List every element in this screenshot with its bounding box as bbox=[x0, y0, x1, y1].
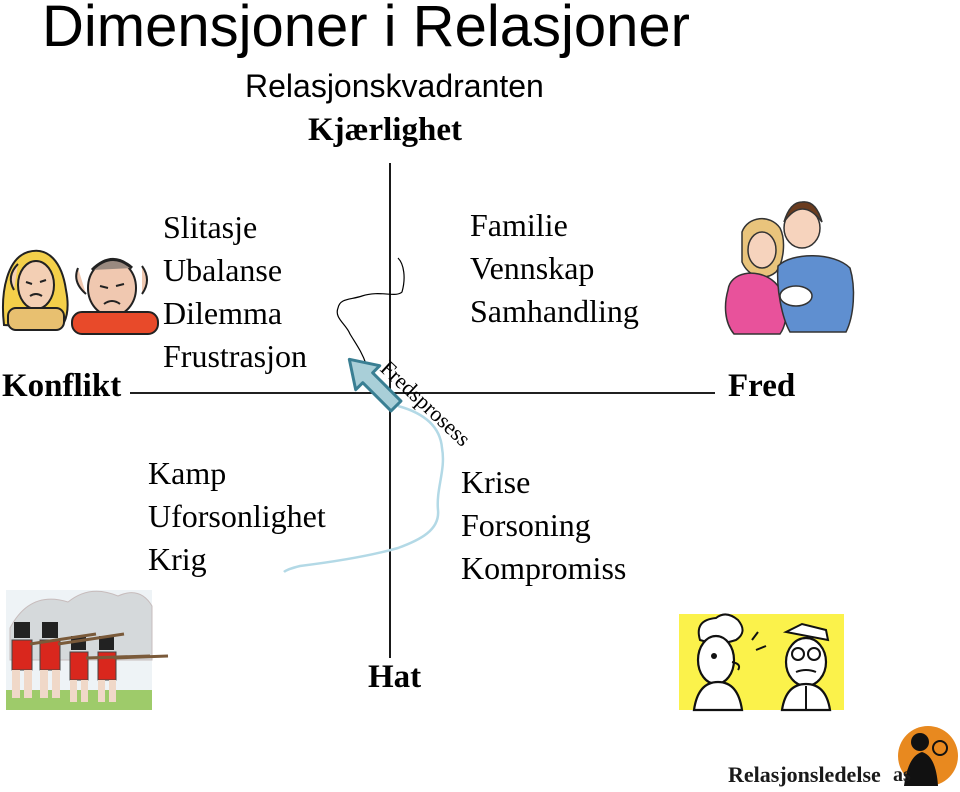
quadrant-bottom-left: Kamp Uforsonlighet Krig bbox=[148, 452, 326, 581]
soldiers-illustration bbox=[6, 590, 169, 710]
quadrant-item: Kamp bbox=[148, 455, 227, 491]
quadrant-top-left: Slitasje Ubalanse Dilemma Frustrasjon bbox=[163, 206, 307, 378]
axis-label-bottom: Hat bbox=[368, 659, 422, 695]
direction-arrow bbox=[347, 357, 403, 413]
quadrant-item: Familie bbox=[470, 207, 568, 243]
quadrant-item: Ubalanse bbox=[163, 252, 283, 288]
quadrant-item: Forsoning bbox=[461, 507, 591, 543]
quadrant-item: Kompromiss bbox=[461, 550, 627, 586]
page-title: Dimensjoner i Relasjoner bbox=[42, 0, 690, 59]
conversation-illustration bbox=[679, 613, 844, 712]
relationship-path-lower bbox=[283, 404, 445, 573]
quadrant-item: Vennskap bbox=[470, 250, 595, 286]
company-logo-mark bbox=[898, 726, 958, 786]
company-logo-suffix: as bbox=[893, 764, 911, 786]
axis-label-left: Konflikt bbox=[2, 368, 122, 404]
quadrant-item: Slitasje bbox=[163, 209, 258, 245]
page-subtitle: Relasjonskvadranten bbox=[245, 68, 544, 104]
quadrant-item: Uforsonlighet bbox=[148, 498, 326, 534]
quadrant-item: Samhandling bbox=[470, 293, 639, 329]
family-illustration bbox=[724, 201, 855, 335]
quadrant-top-right: Familie Vennskap Samhandling bbox=[470, 204, 639, 333]
company-logo-text: Relasjonsledelse bbox=[728, 762, 881, 787]
axis-label-right: Fred bbox=[728, 368, 796, 404]
quadrant-item: Frustrasjon bbox=[163, 338, 307, 374]
frustrated-couple-illustration bbox=[2, 249, 159, 335]
axis-label-top: Kjærlighet bbox=[308, 112, 462, 148]
quadrant-item: Krise bbox=[461, 464, 531, 500]
quadrant-bottom-right: Krise Forsoning Kompromiss bbox=[461, 461, 626, 590]
quadrant-item: Dilemma bbox=[163, 295, 283, 331]
quadrant-item: Krig bbox=[148, 541, 207, 577]
